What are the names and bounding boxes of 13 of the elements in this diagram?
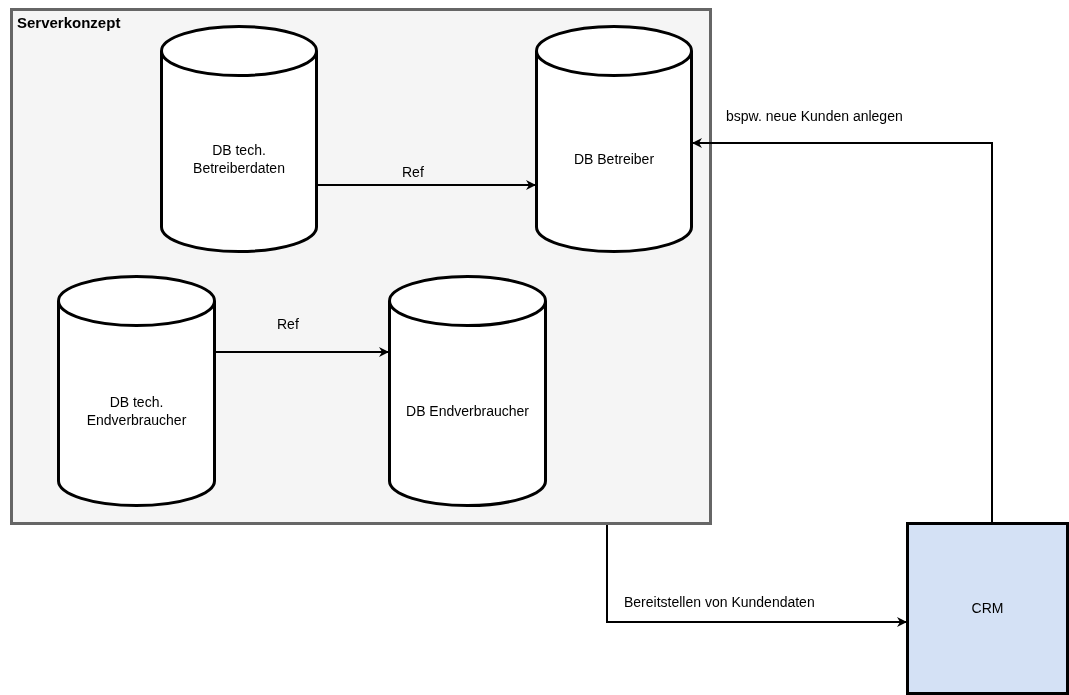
database-label: DB Betreiber <box>572 150 656 168</box>
edge-label: bspw. neue Kunden anlegen <box>724 108 905 125</box>
group-container <box>10 8 712 525</box>
system-label: CRM <box>971 599 1004 618</box>
arrow <box>606 524 907 627</box>
arrow <box>215 347 389 357</box>
arrow <box>692 138 993 523</box>
database-label: DB tech. Endverbraucher <box>85 393 188 429</box>
group-title: Serverkonzept <box>17 13 121 33</box>
system-box <box>906 522 1069 695</box>
database-label: DB tech. Betreiberdaten <box>192 141 286 177</box>
arrow <box>317 180 536 190</box>
database-label: DB Endverbraucher <box>405 402 530 420</box>
